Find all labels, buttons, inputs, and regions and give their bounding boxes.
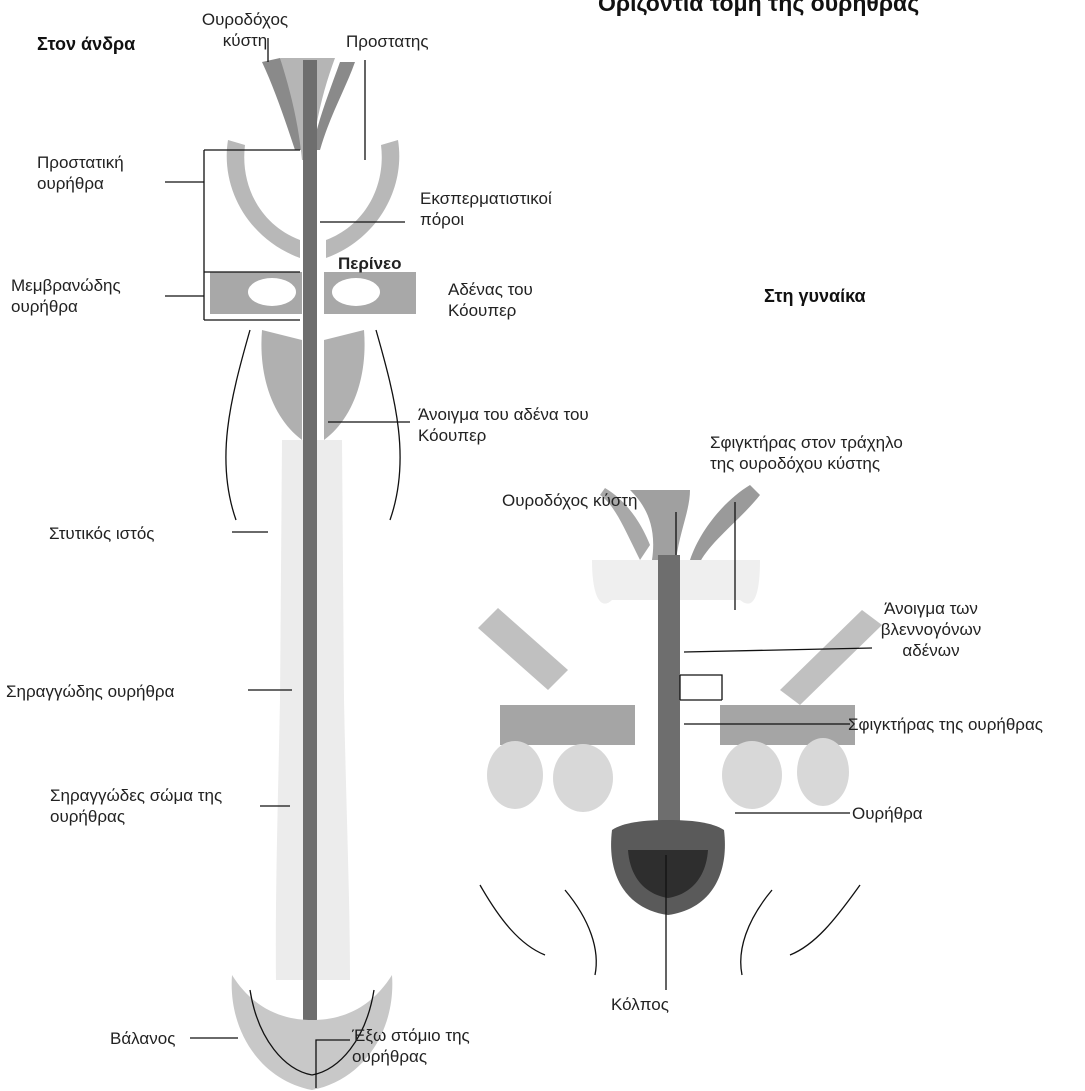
label-vagina: Κόλπος bbox=[611, 994, 669, 1015]
label-female-urethra: Ουρήθρα bbox=[852, 803, 923, 824]
label-glans: Βάλανος bbox=[110, 1028, 175, 1049]
label-mucous-glands: Άνοιγμα των βλεννογόνων αδένων bbox=[866, 598, 996, 661]
label-spongy-urethra: Σηραγγώδης ουρήθρα bbox=[6, 681, 174, 702]
label-membranous-urethra: Μεμβρανώδης ουρήθρα bbox=[11, 275, 161, 317]
label-cowper-gland: Αδένας του Κόουπερ bbox=[448, 279, 568, 321]
label-ejaculatory-ducts: Εκσπερματιστικοί πόροι bbox=[420, 188, 600, 230]
label-spongy-body: Σηραγγώδες σώμα της ουρήθρας bbox=[50, 785, 250, 827]
label-urethral-sphincter: Σφιγκτήρας της ουρήθρας bbox=[848, 714, 1085, 735]
label-male-bladder: Ουροδόχος κύστη bbox=[200, 9, 290, 51]
label-erectile-tissue: Στυτικός ιστός bbox=[49, 523, 155, 544]
label-perineum: Περίνεο bbox=[338, 253, 402, 274]
label-external-orifice: Έξω στόμιο της ουρήθρας bbox=[352, 1025, 517, 1067]
label-cowper-opening: Άνοιγμα του αδένα του Κόουπερ bbox=[418, 404, 593, 446]
male-anatomy bbox=[210, 58, 416, 1090]
female-anatomy bbox=[478, 485, 882, 975]
label-prostatic-urethra: Προστατική ουρήθρα bbox=[37, 152, 157, 194]
label-prostate: Προστατης bbox=[346, 31, 429, 52]
label-sphincter-neck: Σφιγκτήρας στον τράχηλο της ουροδόχου κύ… bbox=[710, 432, 910, 474]
label-female-bladder: Ουροδόχος κύστη bbox=[502, 490, 637, 511]
